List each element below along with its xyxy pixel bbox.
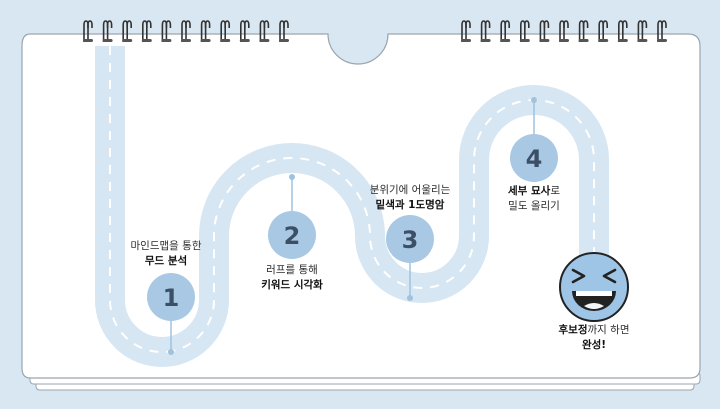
step2-node xyxy=(268,211,316,259)
finish-label-line2: 완성! xyxy=(581,339,607,351)
finish-label-line1-plain: 까지 하면 xyxy=(587,324,630,336)
step4-node xyxy=(510,134,558,182)
step2-number: 2 xyxy=(284,222,301,250)
spiral-ring-icon xyxy=(539,20,550,42)
spiral-ring-icon xyxy=(500,20,511,42)
spiral-ring-icon xyxy=(279,20,289,42)
spiral-ring-icon xyxy=(181,20,191,42)
spiral-ring-icon xyxy=(141,20,152,42)
step4-label-line1-bold: 세부 묘사 xyxy=(508,185,551,197)
step1-label-line2: 무드 분석 xyxy=(144,255,188,267)
spiral-ring-icon xyxy=(161,20,172,42)
step1-node xyxy=(147,273,195,321)
step4-number: 4 xyxy=(526,145,543,173)
step1-label: 마인드맵을 통한 무드 분석 xyxy=(118,239,214,269)
spiral-ring-icon xyxy=(200,20,211,42)
spiral-ring-icon xyxy=(239,20,250,42)
step4-pin xyxy=(531,97,537,103)
step3-number: 3 xyxy=(402,226,419,254)
binding-left xyxy=(83,20,289,42)
step3-label-line2: 밑색과 1도명암 xyxy=(375,199,445,211)
step1-number: 1 xyxy=(163,284,180,312)
step4-label-line1-plain: 로 xyxy=(550,185,560,197)
step2-pin xyxy=(289,174,295,180)
spiral-ring-icon xyxy=(102,20,113,42)
spiral-ring-icon xyxy=(480,20,491,42)
step1-label-line1: 마인드맵을 통한 xyxy=(130,240,202,252)
spiral-ring-icon xyxy=(637,20,648,42)
spiral-ring-icon xyxy=(83,20,93,42)
spiral-ring-icon xyxy=(519,20,530,42)
step3-label-line1: 분위기에 어울리는 xyxy=(369,184,451,196)
spiral-ring-icon xyxy=(122,20,133,42)
step3-node xyxy=(386,215,434,263)
spiral-ring-icon xyxy=(598,20,609,42)
step2-label: 러프를 통해 키워드 시각화 xyxy=(240,263,344,293)
spiral-ring-icon xyxy=(461,20,471,42)
step3-label: 분위기에 어울리는 밑색과 1도명암 xyxy=(354,183,466,213)
step1-pin xyxy=(168,349,174,355)
finish-label-line1-bold: 후보정 xyxy=(558,324,588,336)
step4-label-line2: 밀도 올리기 xyxy=(508,200,560,212)
step2-label-line1: 러프를 통해 xyxy=(266,264,318,276)
spiral-ring-icon xyxy=(220,20,231,42)
laughing-face-icon xyxy=(559,252,629,322)
spiral-ring-icon xyxy=(559,20,569,42)
spiral-ring-icon xyxy=(617,20,628,42)
spiral-ring-icon xyxy=(657,20,667,42)
finish-label: 후보정까지 하면 완성! xyxy=(540,323,648,353)
road-dashes xyxy=(109,46,595,353)
spiral-ring-icon xyxy=(578,20,589,42)
spiral-ring-icon xyxy=(259,20,270,42)
step4-label: 세부 묘사로 밀도 올리기 xyxy=(486,184,582,214)
step2-label-line2: 키워드 시각화 xyxy=(261,279,323,291)
binding-right xyxy=(461,20,667,42)
step3-pin xyxy=(407,295,413,301)
